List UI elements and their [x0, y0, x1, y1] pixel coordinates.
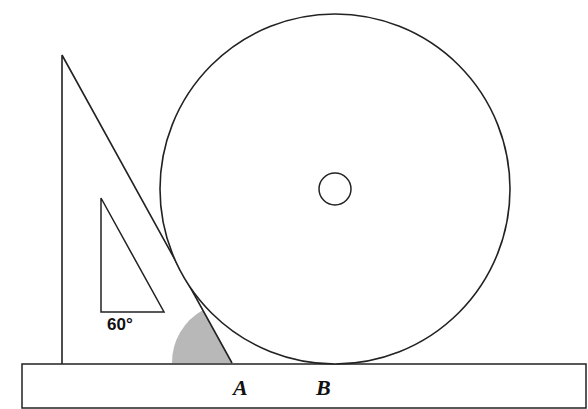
disc	[160, 14, 510, 364]
set-square-cutout	[101, 198, 164, 312]
angle-label: 60°	[107, 316, 133, 333]
point-label: A	[233, 377, 248, 399]
ground-bar	[22, 364, 586, 408]
disc-hole	[319, 173, 351, 205]
point-label: B	[316, 377, 331, 399]
